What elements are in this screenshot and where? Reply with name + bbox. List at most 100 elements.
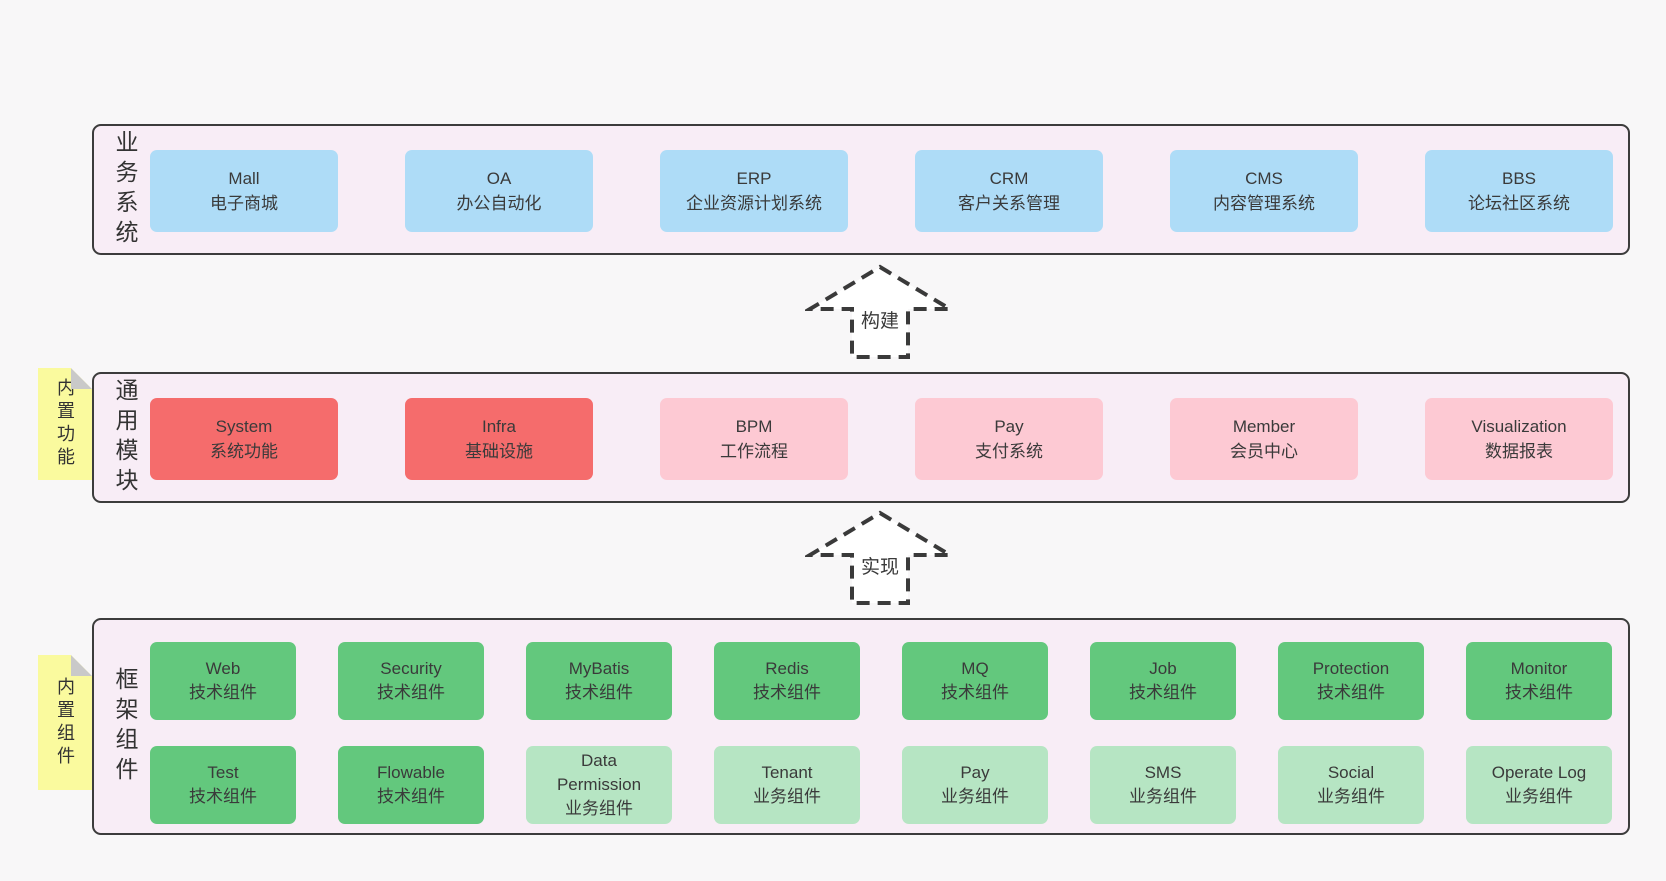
node-title: Flowable — [376, 763, 446, 782]
node-title: Monitor — [1510, 659, 1568, 678]
node-subtitle: 技术组件 — [1317, 683, 1385, 702]
node-subtitle: 技术组件 — [189, 787, 257, 806]
node-subtitle: 企业资源计划系统 — [686, 194, 822, 213]
node-title: ERP — [736, 169, 772, 188]
node-title: BPM — [735, 417, 773, 436]
node-subtitle: 技术组件 — [377, 787, 445, 806]
node-title: CMS — [1245, 169, 1283, 188]
node-subtitle: 客户关系管理 — [958, 194, 1060, 213]
node-erp: ERP 企业资源计划系统 — [660, 150, 848, 232]
node-title: Infra — [481, 417, 517, 436]
node-infra: Infra 基础设施 — [405, 398, 593, 480]
node-title: Security — [380, 659, 442, 678]
node-subtitle: 论坛社区系统 — [1468, 194, 1570, 213]
node-subtitle: 技术组件 — [565, 683, 633, 702]
built-in-features-label: 内置功能 — [55, 378, 75, 470]
node-subtitle: 工作流程 — [720, 442, 788, 461]
node-title: Pay — [960, 763, 990, 782]
node-title: Mall — [228, 169, 260, 188]
node-title: MyBatis — [568, 659, 630, 678]
node-subtitle: 技术组件 — [189, 683, 257, 702]
sticky-fold-corner-icon — [71, 368, 92, 389]
framework-components-row-2: Test 技术组件 Flowable 技术组件 Data Permission … — [150, 746, 1612, 824]
node-title: Redis — [765, 659, 809, 678]
built-in-components-sticky: 内置组件 — [38, 655, 92, 790]
business-systems-row: Mall 电子商城 OA 办公自动化 ERP 企业资源计划系统 CRM 客户关系… — [150, 150, 1613, 232]
node-data-permission: Data Permission 业务组件 — [526, 746, 672, 824]
node-subtitle: 内容管理系统 — [1213, 194, 1315, 213]
node-title: Data Permission — [556, 751, 642, 794]
node-title: System — [215, 417, 273, 436]
node-operate-log: Operate Log 业务组件 — [1466, 746, 1612, 824]
node-title: OA — [486, 169, 512, 188]
node-test: Test 技术组件 — [150, 746, 296, 824]
implement-arrow-label: 实现 — [858, 552, 902, 579]
business-systems-label: 业务系统 — [112, 129, 138, 250]
node-title: BBS — [1501, 169, 1537, 188]
node-subtitle: 业务组件 — [941, 787, 1009, 806]
framework-components-panel: 框架组件 Web 技术组件 Security 技术组件 MyBatis 技术组件… — [92, 618, 1630, 835]
node-subtitle: 业务组件 — [753, 787, 821, 806]
node-mq: MQ 技术组件 — [902, 642, 1048, 720]
node-title: Member — [1232, 417, 1296, 436]
node-web: Web 技术组件 — [150, 642, 296, 720]
node-title: Test — [207, 763, 239, 782]
node-subtitle: 业务组件 — [1129, 787, 1197, 806]
node-social: Social 业务组件 — [1278, 746, 1424, 824]
node-subtitle: 支付系统 — [975, 442, 1043, 461]
node-title: CRM — [989, 169, 1029, 188]
node-subtitle: 电子商城 — [210, 194, 278, 213]
framework-components-label: 框架组件 — [112, 666, 138, 787]
common-modules-row: System 系统功能 Infra 基础设施 BPM 工作流程 Pay 支付系统… — [150, 398, 1613, 480]
node-oa: OA 办公自动化 — [405, 150, 593, 232]
common-modules-panel: 通用模块 System 系统功能 Infra 基础设施 BPM 工作流程 Pay… — [92, 372, 1630, 503]
node-title: Social — [1327, 763, 1375, 782]
node-subtitle: 业务组件 — [565, 799, 633, 818]
node-title: Operate Log — [1491, 763, 1587, 782]
node-subtitle: 系统功能 — [210, 442, 278, 461]
sticky-fold-corner-icon — [71, 655, 92, 676]
node-title: Protection — [1312, 659, 1390, 678]
node-subtitle: 办公自动化 — [456, 194, 542, 213]
implement-arrow: 实现 — [805, 508, 955, 608]
node-subtitle: 技术组件 — [377, 683, 445, 702]
node-title: MQ — [961, 659, 989, 678]
node-title: Visualization — [1471, 417, 1567, 436]
node-subtitle: 基础设施 — [465, 442, 533, 461]
node-subtitle: 会员中心 — [1230, 442, 1298, 461]
node-subtitle: 数据报表 — [1485, 442, 1553, 461]
node-title: Web — [205, 659, 241, 678]
node-pay-module: Pay 支付系统 — [915, 398, 1103, 480]
node-security: Security 技术组件 — [338, 642, 484, 720]
node-sms: SMS 业务组件 — [1090, 746, 1236, 824]
node-job: Job 技术组件 — [1090, 642, 1236, 720]
node-crm: CRM 客户关系管理 — [915, 150, 1103, 232]
node-title: SMS — [1144, 763, 1182, 782]
framework-components-grid: Web 技术组件 Security 技术组件 MyBatis 技术组件 Redi… — [150, 642, 1612, 824]
node-flowable: Flowable 技术组件 — [338, 746, 484, 824]
business-systems-panel: 业务系统 Mall 电子商城 OA 办公自动化 ERP 企业资源计划系统 CRM… — [92, 124, 1630, 255]
node-subtitle: 技术组件 — [753, 683, 821, 702]
common-modules-label: 通用模块 — [112, 377, 138, 498]
node-bpm: BPM 工作流程 — [660, 398, 848, 480]
framework-components-row-1: Web 技术组件 Security 技术组件 MyBatis 技术组件 Redi… — [150, 642, 1612, 720]
node-member: Member 会员中心 — [1170, 398, 1358, 480]
node-redis: Redis 技术组件 — [714, 642, 860, 720]
node-subtitle: 技术组件 — [941, 683, 1009, 702]
node-subtitle: 业务组件 — [1505, 787, 1573, 806]
node-mybatis: MyBatis 技术组件 — [526, 642, 672, 720]
node-tenant: Tenant 业务组件 — [714, 746, 860, 824]
node-visualization: Visualization 数据报表 — [1425, 398, 1613, 480]
node-system: System 系统功能 — [150, 398, 338, 480]
node-mall: Mall 电子商城 — [150, 150, 338, 232]
node-cms: CMS 内容管理系统 — [1170, 150, 1358, 232]
node-title: Pay — [994, 417, 1024, 436]
node-monitor: Monitor 技术组件 — [1466, 642, 1612, 720]
built-in-features-sticky: 内置功能 — [38, 368, 92, 480]
node-pay-component: Pay 业务组件 — [902, 746, 1048, 824]
build-arrow: 构建 — [805, 262, 955, 362]
node-title: Job — [1149, 659, 1177, 678]
node-subtitle: 技术组件 — [1129, 683, 1197, 702]
built-in-components-label: 内置组件 — [55, 676, 75, 769]
node-subtitle: 技术组件 — [1505, 683, 1573, 702]
